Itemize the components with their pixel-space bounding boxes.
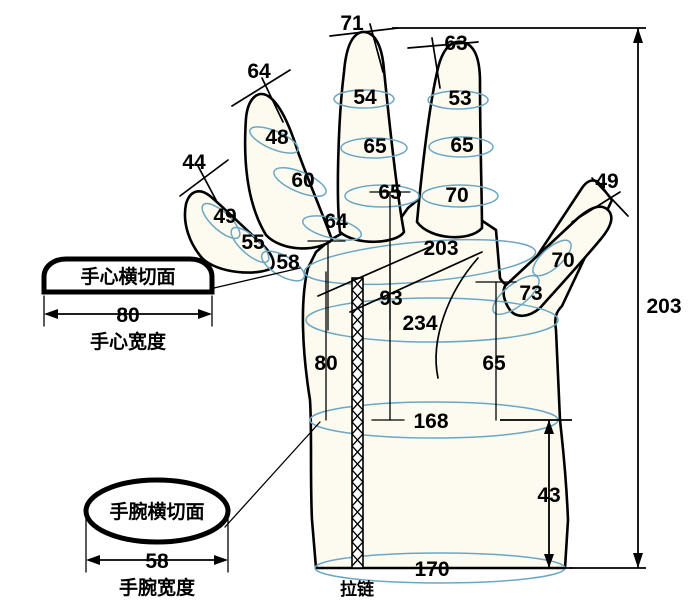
wrist-dim-arrow-left: [86, 555, 100, 565]
label-palm-girth-lower: 234: [402, 312, 437, 335]
tip-leader-ring-a: [231, 69, 291, 107]
palm-width-caption: 手心宽度: [90, 330, 167, 353]
zipper-label: 拉链: [340, 579, 375, 599]
girth-ellipse-index-3: [421, 184, 499, 208]
label-middle-girth-2: 65: [363, 135, 387, 158]
label-pinky-girth-1: 49: [213, 205, 236, 228]
wrist-callout-leader: [224, 421, 321, 528]
label-thumb-tip-width: 49: [595, 170, 618, 193]
palm-callout-leader: [213, 267, 301, 289]
dim-arrow-total-down: [633, 553, 643, 568]
zipper-teeth-icon-2: [351, 277, 364, 567]
label-middle-tip-width: 71: [340, 12, 364, 35]
girth-ellipse-thumb-1: [532, 239, 572, 277]
wrist-cross-section-shape: [83, 477, 231, 545]
dim-arrow-total-up: [633, 28, 643, 43]
leader-palm-girth-203: [317, 245, 433, 297]
dim-arrow-cuff-down: [544, 554, 554, 568]
girth-ellipse-palm-upper: [303, 238, 537, 286]
pinky-finger-outline: [183, 190, 275, 274]
girth-ellipse-index-2: [428, 136, 494, 158]
girth-ellipse-ring-3: [302, 215, 362, 241]
girth-ellipse-palm-lower: [305, 297, 559, 343]
girth-ellipse-pinky-1: [201, 202, 241, 240]
tip-leader-middle-b: [369, 23, 384, 73]
label-thumb-side-length: 65: [482, 352, 506, 375]
girth-ellipse-middle-2: [340, 137, 408, 159]
tip-leader-ring-b: [261, 77, 284, 123]
zipper-teeth-icon: [351, 277, 364, 567]
label-pinky-tip-width: 44: [182, 151, 206, 174]
label-palm-length: 93: [379, 287, 402, 310]
wrist-cross-section-title: 手腕横切面: [109, 500, 204, 523]
label-wrist-girth: 168: [413, 410, 448, 433]
wrist-dim-arrow-right: [214, 555, 228, 565]
label-ring-girth-1: 48: [265, 126, 289, 149]
palm-cross-section-shape: [41, 256, 215, 295]
label-pinky-girth-2: 55: [241, 231, 265, 254]
dim-arrow-cuff-up: [544, 420, 554, 434]
palm-width-value: 80: [116, 304, 139, 327]
label-index-girth-1: 53: [448, 87, 471, 110]
label-pinky-side-length: 80: [314, 352, 337, 375]
label-index-girth-2: 65: [450, 134, 474, 157]
label-cuff-girth: 170: [414, 558, 449, 581]
label-ring-girth-2: 60: [291, 169, 314, 192]
girth-ellipse-index-1: [427, 90, 489, 110]
girth-ellipse-middle-1: [333, 89, 395, 109]
label-index-tip-width: 63: [444, 32, 467, 55]
leader-palm-girth-234: [349, 251, 483, 313]
label-ring-tip-width: 64: [247, 60, 271, 83]
label-total-length: 203: [646, 295, 681, 318]
tip-leader-index-a: [407, 41, 479, 49]
girth-ellipse-pinky-2: [230, 226, 270, 264]
tip-leader-pinky-b: [197, 165, 217, 201]
palm-dim-arrow-left: [44, 309, 58, 319]
ring-finger-outline: [243, 92, 334, 250]
label-cuff-height: 43: [537, 484, 560, 507]
palm-cross-section-title: 手心横切面: [80, 265, 175, 288]
girth-ellipse-thumb-2: [492, 274, 540, 316]
label-middle-girth-3: 65: [378, 181, 402, 204]
label-index-girth-3: 70: [445, 184, 468, 207]
tip-leader-thumb-b: [591, 177, 629, 217]
girth-ellipse-ring-2: [273, 166, 327, 198]
girth-ellipse-middle-3: [344, 184, 420, 208]
label-ring-girth-3: 64: [324, 210, 348, 233]
palm-dim-arrow-right: [198, 309, 212, 319]
wrist-width-value: 58: [145, 550, 169, 573]
label-pinky-girth-3: 58: [276, 251, 300, 274]
leader-curve-hook: [435, 257, 479, 379]
label-palm-girth-upper: 203: [423, 237, 458, 260]
label-thumb-girth-2: 73: [519, 282, 542, 305]
tip-leader-thumb-a: [571, 191, 621, 223]
wrist-width-caption: 手腕宽度: [119, 576, 196, 599]
tip-leader-index-b: [431, 37, 441, 89]
girth-ellipse-ring-1: [249, 126, 299, 154]
label-middle-girth-1: 54: [353, 86, 377, 109]
label-thumb-girth-1: 70: [551, 249, 574, 272]
girth-ellipse-pinky-3: [260, 250, 306, 282]
tip-leader-middle-a: [329, 27, 399, 37]
